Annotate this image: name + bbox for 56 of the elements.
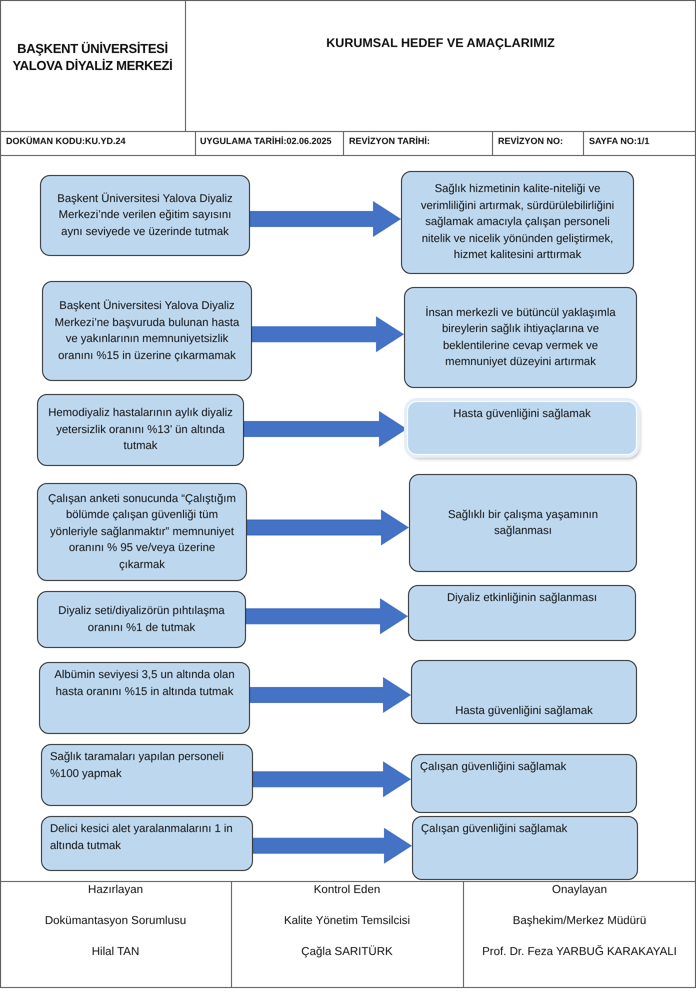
goal-box [408, 585, 636, 641]
header-cell-text: REVİZYON TARİHİ: [349, 136, 431, 146]
goal-box [37, 591, 246, 648]
goal-text: Çalışan anketi sonucunda “Çalıştığım bölümde çalışan güvenliği tüm yönleriyle sağlanmaktır” memnuniyet oranını % 95 ve/veya üzerine çıkarmak [47, 492, 237, 573]
header-cell-text: UYGULAMA TARİHİ:02.06.2025 [200, 136, 333, 146]
goal-text: Delici kesici alet yaralanmalarını 1 in altında tutmak [50, 822, 234, 854]
goal-text: Albümin seviyesi 3,5 un altında olan hasta oranını %15 in altında tutmak [53, 668, 236, 700]
goal-box [41, 816, 253, 871]
block-arrow [253, 828, 412, 864]
goal-text: Diyaliz seti/diyalizörün pıhtılaşma oranını %1 de tutmak [57, 604, 226, 636]
goal-box [404, 287, 637, 388]
person-name: Çağla SARITÜRK [300, 946, 394, 958]
goal-text: Çalışan güvenliğini sağlamak [420, 760, 566, 775]
goal-text: Sağlık hizmetinin kalite-niteliği ve verimliliğini artırmak, sürdürülebilirliğini sağlamak amacıyla çalışan personeli nitelik ve nicelik yönünden geliştirmek, hizmet kalitesini arttırmak [420, 182, 616, 264]
job-title: Kalite Yönetim Temsilcisi [282, 915, 412, 927]
goal-text: Başkent Üniversitesi Yalova Diyaliz Merkezi’nde verilen eğitim sayısını aynı seviyede ve üzerinde tutmak [56, 192, 234, 240]
goal-text: Hemodiyaliz hastalarının aylık diyaliz yetersizlik oranını %13’ ün altında tutmak [47, 406, 234, 454]
goal-box [411, 754, 637, 813]
job-title: Başhekim/Merkez Müdürü [512, 915, 648, 927]
block-arrow [247, 510, 409, 546]
header-cell-text: DOKÜMAN KODU:KU.YD.24 [6, 136, 127, 146]
person-name: Prof. Dr. Feza YARBUĞ KARAKAYALI [481, 946, 678, 958]
block-arrow [244, 411, 407, 447]
goal-box [401, 171, 634, 274]
goal-box [41, 744, 253, 806]
block-arrow [246, 598, 408, 634]
goal-box [412, 816, 638, 880]
goal-text: Sağlık taramaları yapılan personeli %100 yapmak [50, 750, 225, 782]
goal-box [409, 474, 637, 572]
header-cell-text: SAYFA NO:1/1 [589, 136, 650, 146]
block-arrow [252, 316, 404, 352]
document-title: KURUMSAL HEDEF VE AMAÇLARIMIZ [325, 36, 556, 50]
goal-text: İnsan merkezli ve bütüncül yaklaşımla bireylerin sağlık ihtiyaçlarına ve beklentilerine cevap vermek ve memnuniyet düzeyini artırmak [424, 305, 617, 370]
goal-box [42, 281, 252, 381]
goal-text: Sağlıklı bir çalışma yaşamının sağlanması [446, 508, 600, 539]
goal-text: Diyaliz etkinliğinin sağlanması [446, 591, 598, 606]
signature-role: Hazırlayan [87, 884, 144, 896]
goal-text: Hasta güvenliğini sağlamak [453, 407, 591, 422]
goal-box [39, 662, 250, 734]
block-arrow [250, 677, 411, 713]
signature-role: Kontrol Eden [312, 884, 382, 896]
goal-text: Başkent Üniversitesi Yalova Diyaliz Merkezi’ne başvuruda bulunan hasta ve yakınlarının memnuniyetsizlik oranını %15 in üzerine çıkarmamak [54, 298, 240, 364]
goal-box [411, 660, 637, 724]
job-title: Dokümantasyon Sorumlusu [44, 915, 188, 927]
block-arrow [250, 201, 401, 237]
goal-text: Hasta güvenliğini sağlamak [455, 704, 593, 718]
goal-box [40, 175, 250, 256]
goal-text: Çalışan güvenliğini sağlamak [421, 822, 568, 837]
goal-box [37, 394, 244, 466]
goal-box [407, 401, 637, 455]
header-cell-text: REVİZYON NO: [498, 136, 564, 146]
goal-box [37, 483, 247, 581]
signature-role: Onaylayan [551, 884, 608, 896]
institution-name: BAŞKENT ÜNİVERSİTESİ YALOVA DİYALİZ MERKEZİ [11, 40, 174, 74]
person-name: Hilal TAN [90, 946, 140, 958]
block-arrow [253, 761, 411, 798]
